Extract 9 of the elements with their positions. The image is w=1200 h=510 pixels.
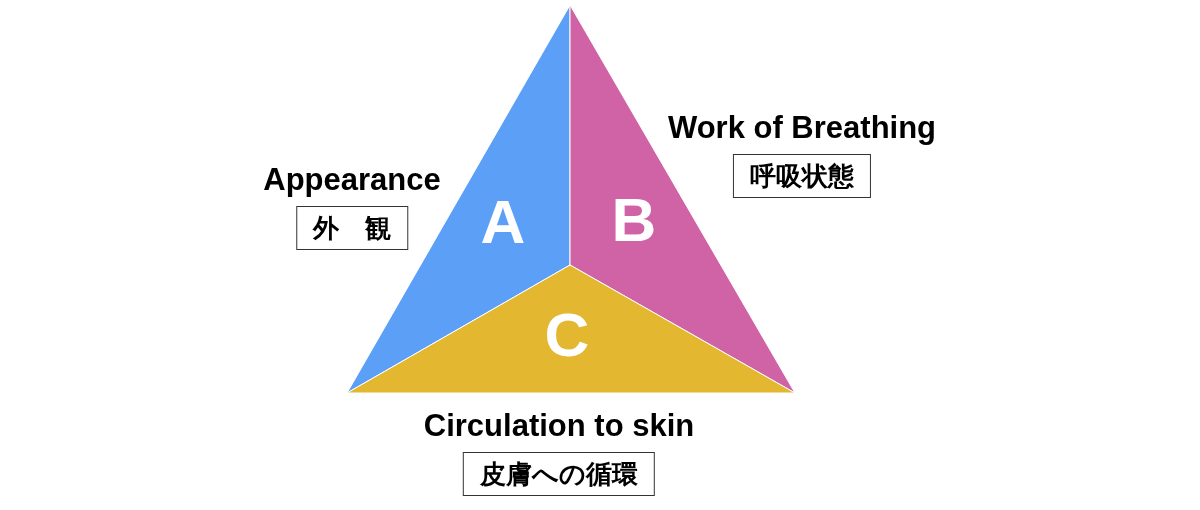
category-heading: Work of Breathing — [667, 110, 937, 146]
segment-letter: A — [480, 191, 526, 253]
japanese-label-box: 呼吸状態 — [733, 154, 871, 198]
segment-letter: B — [611, 189, 657, 251]
segment-letter: C — [544, 304, 590, 366]
japanese-label-box: 皮膚への循環 — [463, 452, 655, 496]
japanese-label-box: 外 観 — [296, 206, 408, 250]
category-heading: Appearance — [263, 162, 441, 198]
category-heading: Circulation to skin — [423, 408, 695, 444]
